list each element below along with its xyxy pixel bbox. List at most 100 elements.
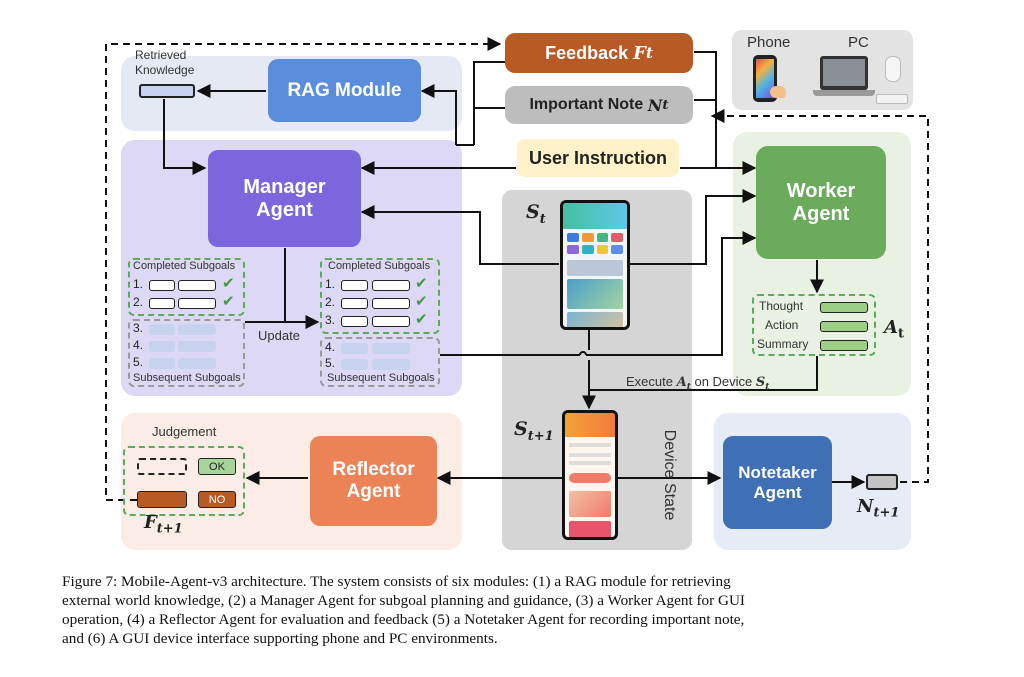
retrieved-label-1: Retrieved [135, 48, 187, 62]
right-num-5: 5. [325, 356, 336, 370]
note-symbol: N [647, 95, 663, 115]
right-completed-subgoals [320, 258, 440, 334]
left-completed-title: Completed Subgoals [133, 260, 236, 272]
right-chip-5a [341, 359, 368, 370]
right-chip-3a [341, 316, 368, 327]
right-chip-5b [372, 359, 410, 370]
right-subsequent-subgoals [320, 337, 440, 387]
mouse-icon [885, 56, 901, 82]
figure-caption: Figure 7: Mobile-Agent-v3 architecture. … [62, 572, 962, 648]
left-chip-3a [149, 324, 175, 335]
right-num-1: 1. [325, 277, 336, 291]
f-t1-label: Ft+1 [144, 512, 183, 537]
left-subsequent-subgoals [128, 319, 245, 387]
screen-state-t [560, 200, 630, 330]
right-chip-1b [372, 280, 410, 291]
n-t1-label: Nt+1 [857, 496, 899, 521]
update-label: Update [258, 328, 300, 343]
execute-arrow [582, 356, 818, 410]
worker-label-1: Worker [786, 179, 856, 202]
s-t-subscript: t [539, 211, 546, 227]
action-output-box [752, 294, 876, 356]
check-icon: ✔ [415, 293, 428, 310]
important-note-label: Important Note [529, 96, 644, 113]
manager-label-2: Agent [256, 198, 313, 221]
n-t1-subscript: t+1 [873, 505, 900, 521]
right-chip-4b [372, 343, 410, 354]
note-output-chip [866, 474, 898, 490]
no-chip: NO [198, 491, 236, 508]
judgement-empty-chip [137, 458, 187, 475]
left-chip-4b [178, 341, 216, 352]
check-icon: ✔ [222, 293, 235, 310]
judgement-feedback-chip [137, 491, 187, 508]
s-t1-label: St+1 [514, 418, 554, 444]
feedback-symbol: F [633, 42, 646, 64]
f-t1-subscript: t+1 [156, 521, 183, 537]
action-label: Action [765, 318, 799, 332]
keyboard-icon [876, 94, 908, 104]
right-num-4: 4. [325, 340, 336, 354]
execute-middle: on Device [690, 374, 756, 389]
hand-icon [770, 86, 786, 98]
retrieved-label-2: Knowledge [135, 63, 195, 77]
phone-label: Phone [747, 34, 791, 51]
left-chip-2a [149, 298, 175, 309]
left-chip-1a [149, 280, 175, 291]
knowledge-chip [139, 84, 195, 98]
execute-prefix: Execute [626, 374, 677, 389]
laptop-base [813, 90, 875, 96]
right-chip-1a [341, 280, 368, 291]
pc-label: PC [848, 34, 869, 51]
ok-label: OK [209, 460, 225, 473]
no-label: NO [208, 493, 226, 506]
architecture-figure: RAG Module Retrieved Knowledge Feedback … [105, 30, 929, 550]
left-chip-5b [178, 358, 216, 369]
reflector-label-1: Reflector [332, 459, 415, 480]
screen-state-t1 [562, 410, 618, 540]
execute-s-symbol: S [755, 375, 766, 390]
note-subscript: t [662, 97, 669, 113]
caption-line-4: and (6) A GUI device interface supportin… [62, 630, 498, 647]
thought-label: Thought [759, 299, 804, 313]
left-chip-4a [149, 341, 175, 352]
left-chip-1b [178, 280, 216, 291]
f-t1-symbol: F [144, 512, 157, 533]
check-icon: ✔ [415, 275, 428, 292]
reflector-agent-box: Reflector Agent [310, 436, 437, 526]
inputs-to-rag-arrow [420, 84, 457, 145]
notetaker-agent-box: Notetaker Agent [723, 436, 832, 529]
connectors [105, 37, 929, 501]
feedback-label: Feedback [545, 42, 629, 63]
left-chip-5a [149, 358, 175, 369]
left-num-4: 4. [133, 338, 144, 352]
summary-label: Summary [757, 337, 809, 351]
execute-s-subscript: t [765, 382, 770, 393]
user-instruction-label: User Instruction [528, 147, 668, 168]
check-icon: ✔ [222, 275, 235, 292]
s-t-label: St [526, 201, 546, 227]
right-chip-2a [341, 298, 368, 309]
rag-module-box: RAG Module [268, 59, 421, 122]
left-num-2: 2. [133, 295, 144, 309]
a-t-symbol: A [884, 317, 898, 338]
right-chip-4a [341, 343, 368, 354]
right-chip-3b [372, 316, 410, 327]
action-chip [820, 321, 868, 332]
summary-chip [820, 340, 868, 351]
s-t1-subscript: t+1 [527, 428, 554, 444]
manager-label-1: Manager [243, 175, 326, 198]
left-num-1: 1. [133, 277, 144, 291]
caption-line-3: operation, (4) a Reflector Agent for eva… [62, 611, 745, 628]
execute-a-subscript: t [686, 382, 691, 393]
reflector-label-2: Agent [346, 481, 401, 502]
right-num-3: 3. [325, 313, 336, 327]
s-t-symbol: S [526, 201, 540, 223]
n-t1-symbol: N [857, 496, 874, 517]
execute-label: Execute At on Device St [626, 374, 769, 393]
screen-to-worker-arrow [630, 189, 757, 265]
left-chip-3b [178, 324, 216, 335]
manager-agent-box: Manager Agent [208, 150, 361, 247]
